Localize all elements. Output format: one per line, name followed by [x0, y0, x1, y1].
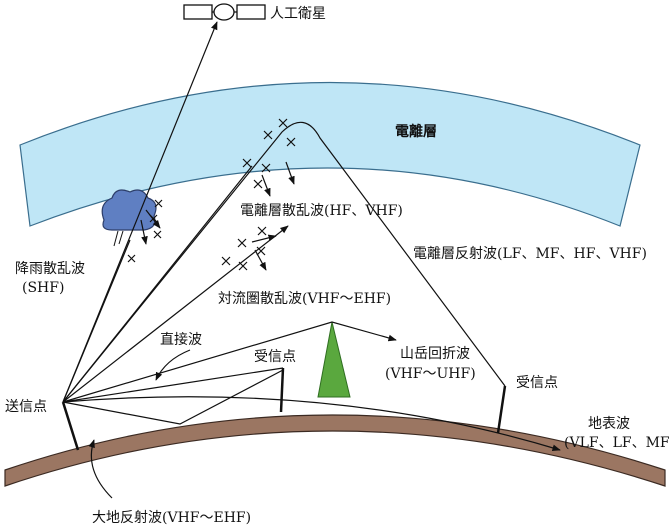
scatter-marks — [127, 118, 296, 271]
label-surface-wave: 地表波 — [588, 416, 630, 432]
receiver-far-mast — [496, 385, 507, 434]
label-rain-scatter-band: (SHF) — [22, 280, 64, 296]
label-receiver-far: 受信点 — [516, 375, 558, 391]
label-receiver-near: 受信点 — [254, 349, 296, 365]
label-rain-scatter: 降雨散乱波 — [15, 261, 85, 277]
label-transmitter: 送信点 — [5, 399, 47, 415]
label-satellite: 人工衛星 — [270, 6, 326, 22]
label-ionospheric-scatter: 電離層散乱波(HF、VHF) — [240, 202, 403, 219]
satellite-icon — [183, 3, 266, 21]
label-mountain-diffraction-band: (VHF〜UHF) — [385, 366, 476, 382]
label-direct-wave: 直接波 — [160, 331, 202, 348]
label-surface-wave-band: (VLF、LF、MF) — [564, 435, 670, 451]
propagation-paths — [62, 21, 561, 499]
transmitter-mast — [61, 401, 80, 451]
rain-cloud-icon — [101, 189, 157, 231]
ground-surface — [4, 414, 666, 487]
label-ground-reflection: 大地反射波(VHF〜EHF) — [92, 510, 251, 526]
mountain-icon — [317, 321, 351, 398]
label-ionosphere: 電離層 — [395, 123, 437, 140]
label-tropospheric-scatter: 対流圏散乱波(VHF〜EHF) — [218, 291, 391, 307]
label-ionospheric-reflection: 電離層反射波(LF、MF、HF、VHF) — [413, 245, 647, 262]
label-mountain-diffraction: 山岳回折波 — [400, 346, 470, 362]
receiver-near-mast — [279, 367, 285, 413]
ionosphere-layer — [19, 81, 641, 227]
